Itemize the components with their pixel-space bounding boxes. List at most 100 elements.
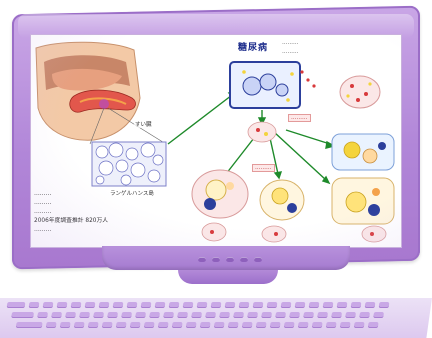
keyboard-key[interactable] (93, 312, 104, 318)
keyboard-key[interactable] (191, 312, 202, 318)
keyboard-key[interactable] (177, 312, 188, 318)
keyboard-key[interactable] (169, 302, 180, 308)
keyboard-key[interactable] (172, 322, 183, 328)
keyboard-key[interactable] (326, 322, 337, 328)
small-cell-1 (202, 223, 226, 241)
keyboard-key[interactable] (158, 322, 169, 328)
keyboard-key[interactable] (65, 312, 76, 318)
keyboard-key[interactable] (284, 322, 295, 328)
keyboard-key[interactable] (340, 322, 351, 328)
keyboard-key[interactable] (46, 322, 57, 328)
keyboard-key[interactable] (368, 322, 379, 328)
keyboard-key[interactable] (281, 302, 292, 308)
keyboard-key[interactable] (239, 302, 250, 308)
keyboard-key[interactable] (183, 302, 194, 308)
keyboard-key[interactable] (205, 312, 216, 318)
keyboard-row (7, 302, 390, 308)
keyboard-key[interactable] (345, 312, 356, 318)
monitor-screen: 糖尿病 ……… ……… すい臓 ランゲルハンス島 ……… ……… ……… ………… (30, 34, 402, 248)
keyboard-key[interactable] (135, 312, 146, 318)
keyboard-key[interactable] (295, 302, 306, 308)
keyboard-key[interactable] (309, 302, 320, 308)
keyboard-key[interactable] (359, 312, 370, 318)
keyboard-key[interactable] (303, 312, 314, 318)
keyboard-key[interactable] (71, 302, 82, 308)
keyboard-key[interactable] (267, 302, 278, 308)
keyboard-key[interactable] (85, 302, 96, 308)
small-cell-3 (362, 226, 386, 242)
keyboard-key[interactable] (141, 302, 152, 308)
keyboard-key[interactable] (373, 312, 384, 318)
keyboard-key[interactable] (365, 302, 376, 308)
monitor-stand (178, 270, 278, 284)
keyboard-key[interactable] (298, 322, 309, 328)
keyboard-key[interactable] (351, 302, 362, 308)
keyboard-key[interactable] (261, 312, 272, 318)
keyboard-key[interactable] (163, 312, 174, 318)
keyboard-key[interactable] (270, 322, 281, 328)
keyboard-key[interactable] (228, 322, 239, 328)
monitor-button[interactable] (198, 257, 206, 262)
keyboard-key[interactable] (127, 302, 138, 308)
keyboard-key[interactable] (88, 322, 99, 328)
pancreas-label: すい臓 (134, 120, 153, 128)
legend-item: ……… (282, 39, 299, 48)
granule-cluster (248, 122, 276, 142)
keyboard-key[interactable] (43, 302, 54, 308)
keyboard-row (16, 322, 379, 328)
keyboard-key[interactable] (317, 312, 328, 318)
keyboard-key[interactable] (57, 302, 68, 308)
keyboard-key[interactable] (99, 302, 110, 308)
keyboard-key[interactable] (102, 322, 113, 328)
keyboard-row (11, 312, 384, 318)
legend: ……… ……… (282, 39, 299, 57)
keyboard-key[interactable] (149, 312, 160, 318)
keyboard-key[interactable] (113, 302, 124, 308)
keyboard-key[interactable] (225, 302, 236, 308)
keyboard-key[interactable] (74, 322, 85, 328)
keyboard-key[interactable] (354, 322, 365, 328)
keyboard-key[interactable] (155, 302, 166, 308)
keyboard-key[interactable] (11, 312, 34, 318)
keyboard-key[interactable] (29, 302, 40, 308)
monitor-button[interactable] (212, 257, 220, 262)
keyboard-key[interactable] (247, 312, 258, 318)
keyboard-key[interactable] (107, 312, 118, 318)
keyboard-key[interactable] (116, 322, 127, 328)
keyboard-key[interactable] (200, 322, 211, 328)
keyboard-key[interactable] (256, 322, 267, 328)
keyboard-key[interactable] (60, 322, 71, 328)
power-button[interactable] (254, 257, 262, 262)
keyboard-key[interactable] (379, 302, 390, 308)
keyboard-key[interactable] (186, 322, 197, 328)
monitor-button[interactable] (226, 257, 234, 262)
keyboard-key[interactable] (197, 302, 208, 308)
keyboard-key[interactable] (211, 302, 222, 308)
keyboard-key[interactable] (121, 312, 132, 318)
keyboard-key[interactable] (275, 312, 286, 318)
stats-line: ……… (34, 190, 150, 199)
keyboard-key[interactable] (130, 322, 141, 328)
stats-line: ……… (34, 199, 150, 208)
keyboard-key[interactable] (214, 322, 225, 328)
keyboard-key[interactable] (242, 322, 253, 328)
monitor-button[interactable] (240, 257, 248, 262)
islet-magnified (92, 142, 166, 186)
keyboard-key[interactable] (16, 322, 43, 328)
keyboard-key[interactable] (51, 312, 62, 318)
keyboard-key[interactable] (7, 302, 26, 308)
keyboard-key[interactable] (79, 312, 90, 318)
keyboard (0, 298, 432, 338)
keyboard-key[interactable] (312, 322, 323, 328)
keyboard-key[interactable] (289, 312, 300, 318)
keyboard-key[interactable] (37, 312, 48, 318)
keyboard-key[interactable] (253, 302, 264, 308)
keyboard-key[interactable] (233, 312, 244, 318)
keyboard-key[interactable] (144, 322, 155, 328)
keyboard-key[interactable] (331, 312, 342, 318)
keyboard-key[interactable] (323, 302, 334, 308)
keyboard-key[interactable] (219, 312, 230, 318)
cell-bottom-right (332, 178, 394, 224)
keyboard-key[interactable] (337, 302, 348, 308)
